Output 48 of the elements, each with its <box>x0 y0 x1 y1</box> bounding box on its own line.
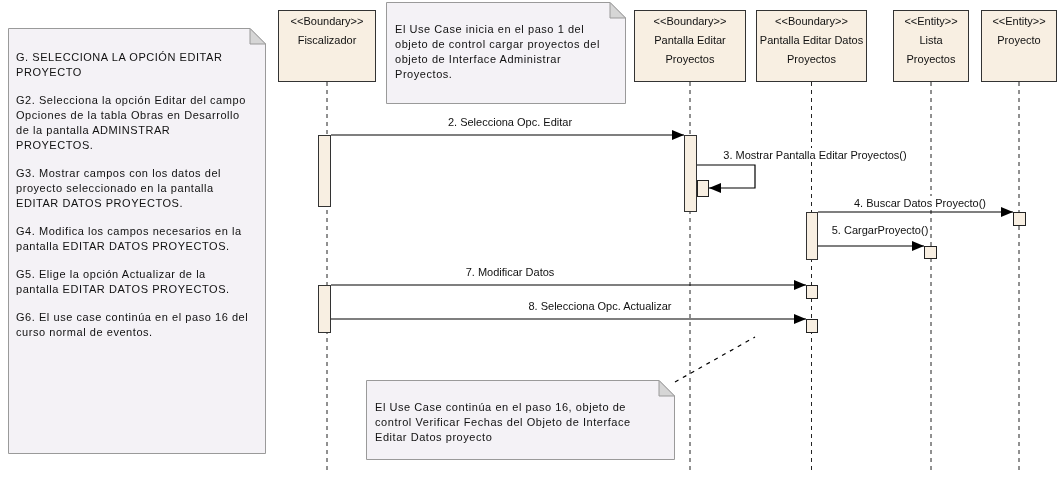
message-arrow <box>330 130 685 140</box>
note-text: G. SELECCIONA LA OPCIÓN EDITAR PROYECTO <box>16 50 224 80</box>
note <box>8 28 266 454</box>
note <box>386 2 626 104</box>
edge-label: 3. Mostrar Pantalla Editar Proyectos() <box>722 148 908 162</box>
stereotype-label: <<Entity>> <box>991 14 1047 29</box>
message-arrow <box>817 207 1014 217</box>
activation-box <box>1013 212 1026 226</box>
object-name: Pantalla Editar Datos Proyectos <box>758 33 865 67</box>
activation-bar <box>684 135 697 212</box>
activation-box <box>806 285 818 299</box>
object-name: Proyecto <box>996 33 1042 48</box>
lifeline-head <box>634 10 746 82</box>
edge-label: 8. Selecciona Opc. Actualizar <box>527 299 673 313</box>
leader-line <box>674 336 756 383</box>
activation-box <box>924 246 937 259</box>
edge-label: 7. Modificar Datos <box>464 265 556 279</box>
activation-box <box>697 180 709 197</box>
edge-label: 5. CargarProyecto() <box>830 223 930 237</box>
note-text: G6. El use case continúa en el paso 16 del curso normal de eventos. <box>16 310 250 340</box>
note-text: G4. Modifica los campos necesarios en la pantalla EDITAR DATOS PROYECTOS. <box>16 224 243 254</box>
lifeline-head <box>278 10 376 82</box>
message-arrow <box>696 164 756 193</box>
lifeline-head <box>981 10 1057 82</box>
message-arrow <box>817 241 925 251</box>
activation-bar <box>318 285 331 333</box>
object-name: Lista Proyectos <box>905 33 957 67</box>
note-text: El Use Case continúa en el paso 16, objeto de control Verificar Fechas del Objeto de Interface Editar Datos proyecto <box>375 400 632 445</box>
lifeline-head <box>893 10 969 82</box>
activation-box <box>806 319 818 333</box>
object-name: Fiscalizador <box>296 33 358 48</box>
stereotype-label: <<Boundary>> <box>774 14 849 29</box>
activation-bar <box>806 212 818 260</box>
edge-label: 2. Selecciona Opc. Editar <box>446 115 574 129</box>
note-text: G3. Mostrar campos con los datos del proyecto seleccionado en la pantalla EDITAR DATOS PROYECTOS. <box>16 166 223 211</box>
note-text: G2. Selecciona la opción Editar del campo Opciones de la tabla Obras en Desarrollo de la pantalla ADMINSTRAR PROYECTOS. <box>16 93 247 153</box>
activation-bar <box>318 135 331 207</box>
stereotype-label: <<Boundary>> <box>652 14 728 29</box>
edge-label: 4. Buscar Datos Proyecto() <box>852 196 988 210</box>
note <box>366 380 675 460</box>
note-text: El Use Case inicia en el paso 1 del objeto de control cargar proyectos del objeto de Interface Administrar Proyectos. <box>395 22 601 82</box>
stereotype-label: <<Boundary>> <box>289 14 365 29</box>
stereotype-label: <<Entity>> <box>903 14 959 29</box>
object-name: Pantalla Editar Proyectos <box>653 33 727 67</box>
message-arrow <box>330 280 807 290</box>
note-text: G5. Elige la opción Actualizar de la pantalla EDITAR DATOS PROYECTOS. <box>16 267 231 297</box>
message-arrow <box>330 314 807 324</box>
lifeline-head <box>756 10 867 82</box>
